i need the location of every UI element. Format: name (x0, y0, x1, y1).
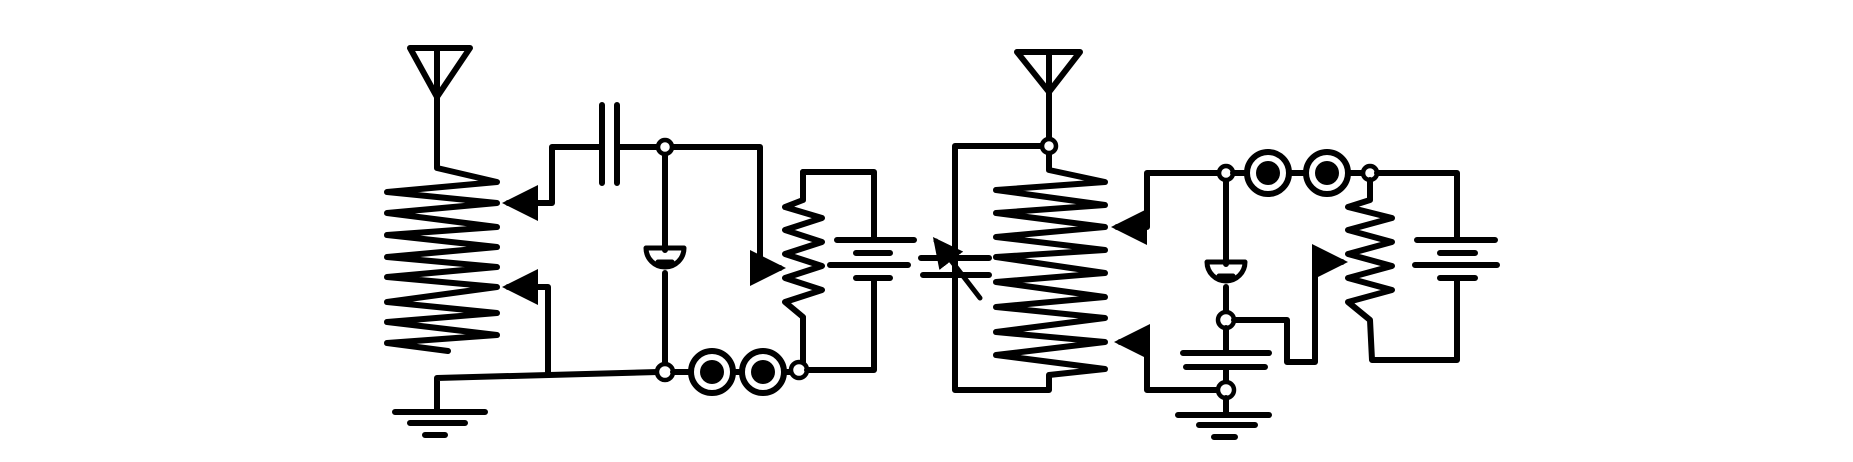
wire-top-to-potentiometer (669, 144, 786, 286)
node (1039, 136, 1059, 156)
crystal-detector-icon (643, 151, 687, 368)
coil-tap-upper (1111, 170, 1222, 245)
circuit-right (918, 49, 1500, 440)
coil-tap-lower (502, 269, 551, 377)
ground-icon (392, 409, 488, 438)
potentiometer (782, 169, 825, 365)
antenna-icon (1014, 49, 1083, 95)
crystal-detector-icon (1204, 177, 1248, 316)
battery-icon (1412, 237, 1500, 281)
battery-wires (1374, 170, 1460, 243)
wire-to-potentiometer (1231, 244, 1348, 365)
potentiometer (1345, 177, 1460, 363)
coil-tap-upper (502, 144, 605, 221)
fixed-capacitor (599, 102, 661, 186)
ground-icon (1175, 412, 1272, 440)
circuit-left (384, 45, 917, 438)
battery-icon (827, 237, 917, 281)
ground-wire (434, 369, 661, 415)
antenna-icon (407, 45, 473, 100)
coil-tap-lower (1114, 324, 1222, 393)
tapped-coil (384, 94, 500, 354)
battery-wires (800, 169, 877, 373)
node (655, 137, 675, 157)
tapped-coil (952, 89, 1108, 393)
headphones-icon (1230, 149, 1366, 197)
headphones-icon (670, 348, 793, 396)
fixed-capacitor (1180, 325, 1272, 385)
